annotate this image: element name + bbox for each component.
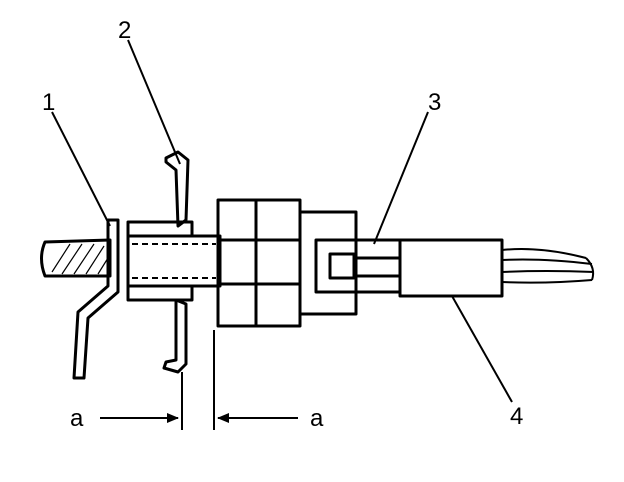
- connector-part-3: [314, 238, 402, 294]
- shaft: [40, 238, 112, 278]
- dimension-a: [100, 330, 298, 430]
- dimension-label-right: a: [310, 405, 324, 432]
- sensor-tube: [126, 234, 222, 288]
- callout-3: 3: [428, 89, 441, 116]
- callout-4: 4: [510, 403, 523, 430]
- wire-harness: [501, 248, 595, 284]
- callout-2: 2: [118, 17, 131, 44]
- bracket-part-1: [72, 218, 120, 380]
- dimension-label-left: a: [70, 405, 84, 432]
- housing-part-2: [126, 150, 194, 374]
- plug-part-4: [398, 238, 504, 298]
- leader-lines: [51, 39, 513, 403]
- hex-nut: [216, 198, 358, 328]
- callout-1: 1: [42, 89, 55, 116]
